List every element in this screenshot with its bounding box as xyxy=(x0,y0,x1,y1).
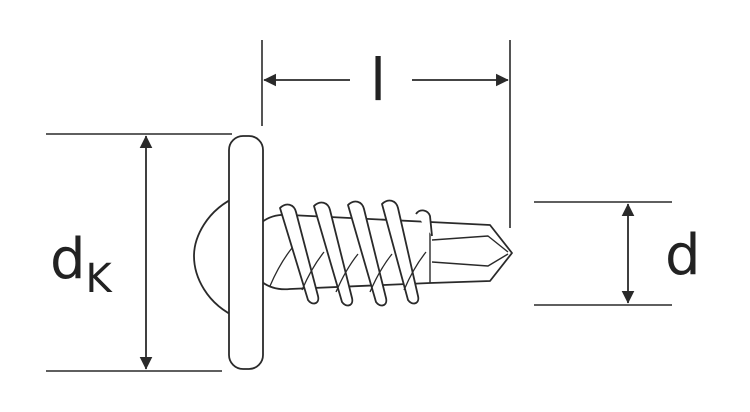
length-label: l xyxy=(370,46,386,114)
head-diameter-label-main: d xyxy=(50,227,86,292)
head-diameter-label: dK xyxy=(50,227,114,302)
length-dimension: l xyxy=(261,40,511,228)
thread-crest-1 xyxy=(279,203,320,305)
head-diameter-dimension: dK xyxy=(46,133,232,372)
thread-crest-2 xyxy=(313,201,354,307)
thread-crest-3 xyxy=(347,200,388,307)
thread-back-edges xyxy=(269,247,427,293)
thread-crest-5 xyxy=(415,209,433,237)
head-diameter-label-subscript: K xyxy=(86,256,114,302)
thread-diameter-label: d xyxy=(665,223,701,288)
thread-diameter-dimension: d xyxy=(534,201,701,306)
screw-drawing xyxy=(193,135,513,370)
screw-head-flange xyxy=(228,135,264,370)
screw-head-dome xyxy=(193,195,239,319)
